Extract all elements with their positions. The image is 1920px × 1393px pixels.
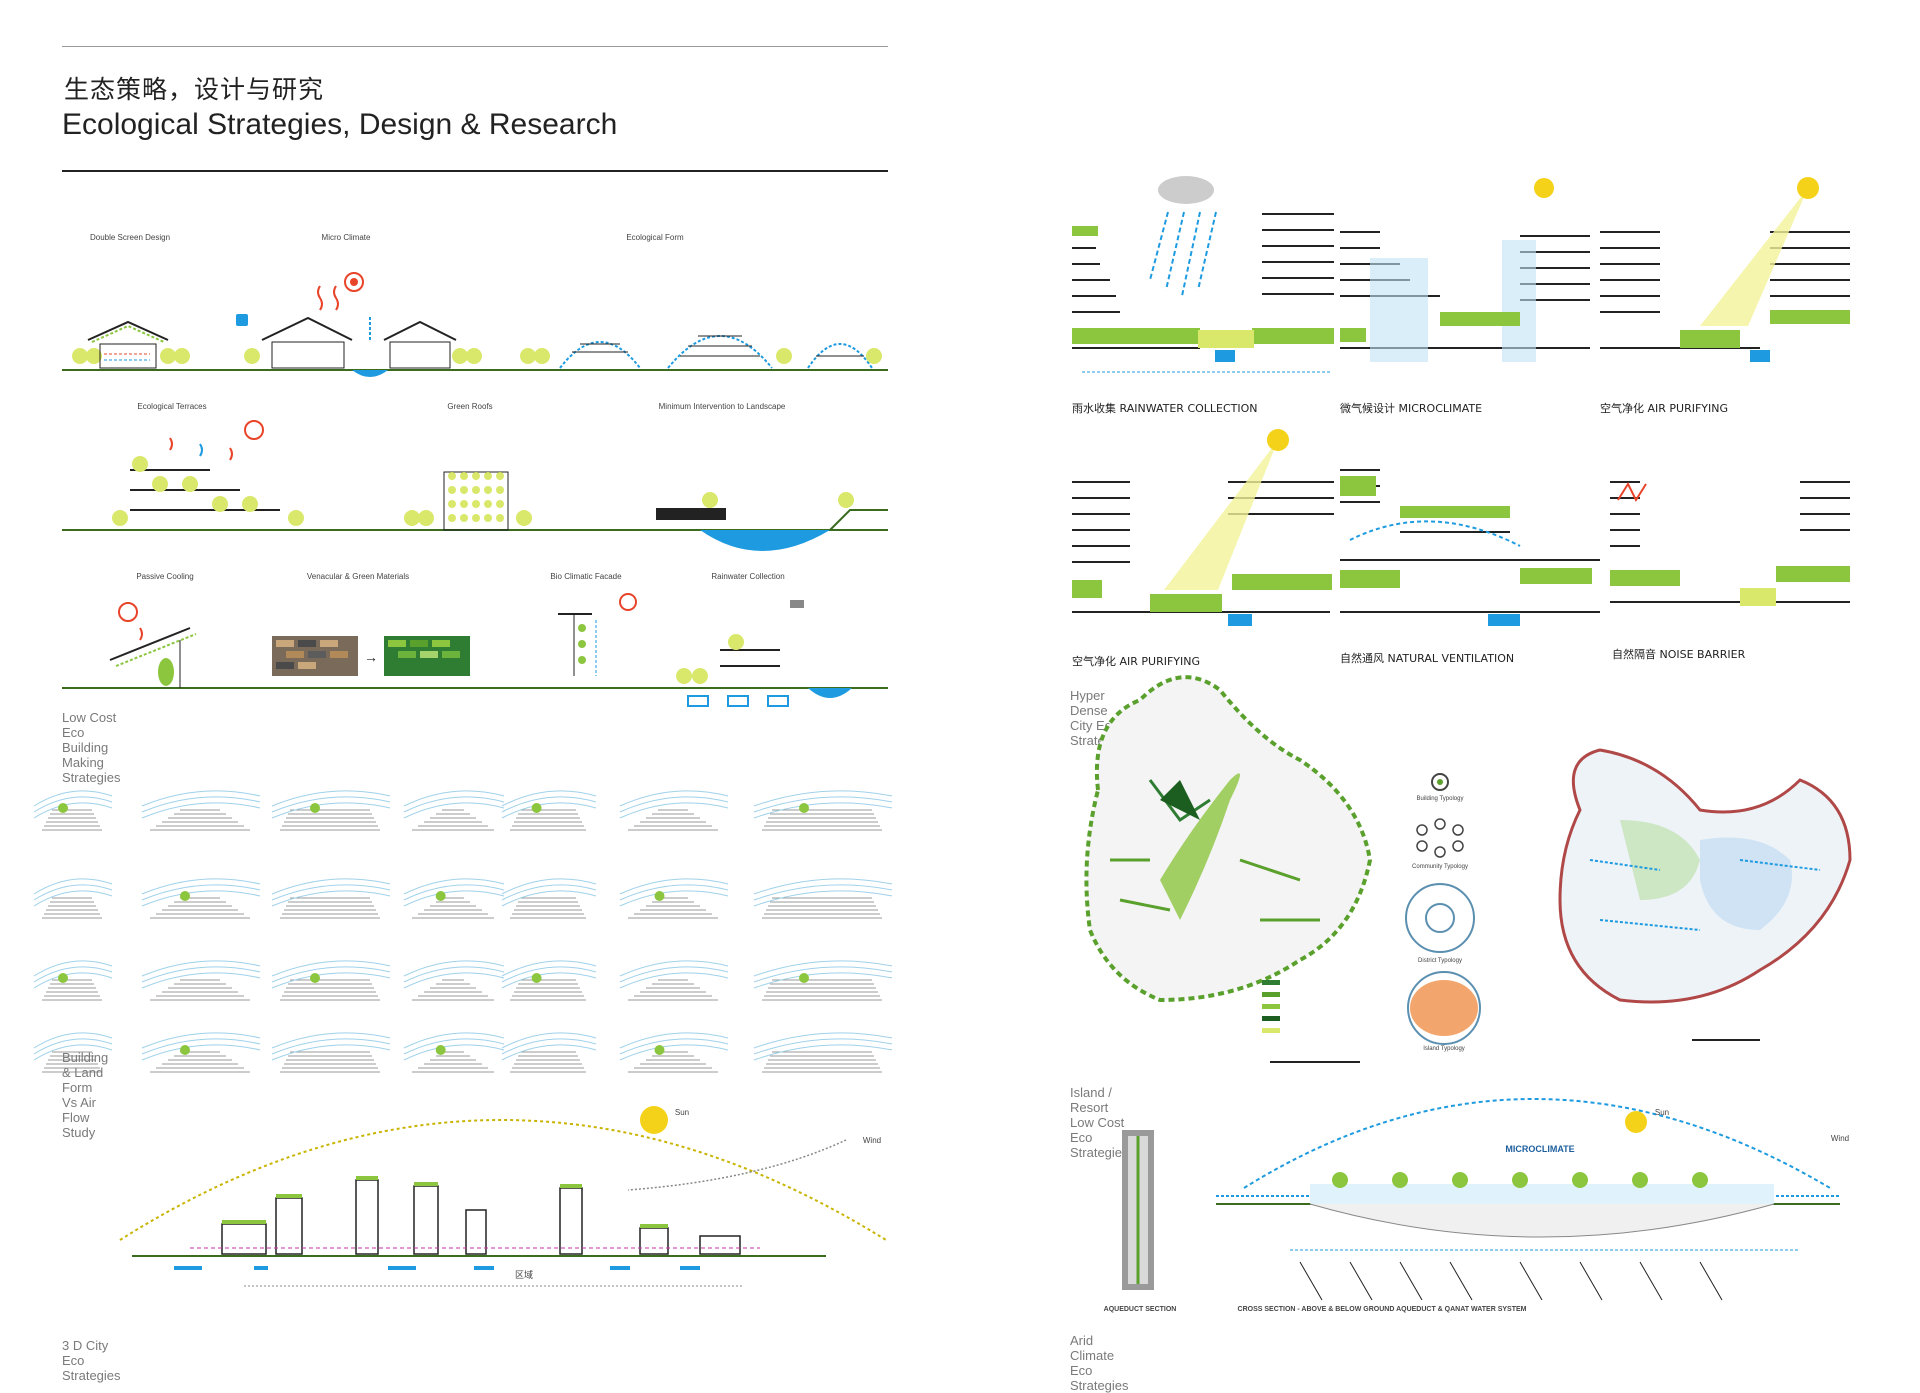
city3d-wind-label: Wind	[862, 1136, 882, 1145]
island-caption: Island / Resort Low Cost Eco Strategies	[1070, 1085, 1129, 1160]
microclimate-diagram	[1340, 178, 1590, 362]
label-noise-barrier: 自然隔音 NOISE BARRIER	[1612, 648, 1746, 661]
airflow-caption: Building & Land Form Vs Air Flow Study	[62, 1050, 109, 1140]
label-air-purifying-2: 空气净化 AIR PURIFYING	[1072, 655, 1201, 668]
page-title-chinese: 生态策略，设计与研究	[64, 75, 325, 104]
label-rainwater: 雨水收集 RAINWATER COLLECTION	[1072, 402, 1258, 415]
arid-microclimate-label: MICROCLIMATE	[1505, 1144, 1575, 1154]
airflow-cell	[33, 960, 113, 1001]
micro-climate-houses	[236, 272, 482, 377]
airflow-cell	[403, 960, 505, 1001]
label-minimum-intervention: Minimum Intervention to Landscape	[658, 402, 786, 411]
airflow-cell	[619, 790, 729, 831]
rainwater-diagram	[1072, 176, 1334, 373]
airflow-cell	[619, 878, 729, 919]
ecological-terraces-drawing	[112, 420, 304, 526]
bio-climatic-facade-drawing	[558, 593, 637, 676]
airflow-cell	[619, 1032, 729, 1073]
header-rule-bottom	[62, 170, 888, 172]
air-purifying-diagram-2	[1072, 429, 1334, 626]
label-microclimate: 微气候设计 MICROCLIMATE	[1340, 402, 1483, 415]
airflow-cell	[141, 1032, 261, 1073]
airflow-cell	[271, 960, 391, 1001]
island-maps	[1084, 675, 1852, 1063]
airflow-cell	[501, 1032, 597, 1073]
label-ecological-terraces: Ecological Terraces	[137, 402, 207, 411]
building-typology: Building Typology	[1416, 796, 1464, 802]
airflow-cell	[753, 1032, 893, 1073]
airflow-cell	[33, 790, 113, 831]
header-rule-top	[62, 46, 888, 47]
district-typology: District Typology	[1418, 958, 1462, 964]
airflow-cell	[753, 790, 893, 831]
island-map-left	[1084, 675, 1373, 1063]
airflow-cell	[501, 878, 597, 919]
arid-cross-section-label: CROSS SECTION - ABOVE & BELOW GROUND AQU…	[1237, 1306, 1527, 1313]
label-rainwater-collection: Rainwater Collection	[711, 572, 785, 581]
airflow-cell	[271, 790, 391, 831]
typology-icons	[1405, 773, 1481, 1045]
label-bio-climatic-facade: Bio Climatic Facade	[550, 572, 622, 581]
arid-drawing	[1122, 1098, 1840, 1301]
airflow-cell	[403, 790, 505, 831]
island-map-right	[1558, 748, 1852, 1041]
hyper-dense-drawings	[1072, 176, 1850, 626]
island-typology: Island Typology	[1423, 1046, 1465, 1052]
label-passive-cooling: Passive Cooling	[136, 572, 194, 581]
label-micro-climate: Micro Climate	[321, 233, 371, 242]
airflow-cell	[141, 790, 261, 831]
airflow-grid	[33, 790, 893, 1073]
city3d-drawing	[119, 1106, 887, 1287]
vernacular-materials-drawing: →	[272, 636, 470, 676]
airflow-cell	[141, 960, 261, 1001]
double-screen-house	[72, 320, 190, 369]
airflow-cell	[501, 790, 597, 831]
arid-caption: Arid Climate Eco Strategies	[1070, 1333, 1129, 1393]
low-cost-drawings: →	[62, 272, 888, 707]
airflow-cell	[33, 878, 113, 919]
community-typology: Community Typology	[1412, 864, 1468, 870]
page-title: Ecological Strategies, Design & Research	[62, 108, 618, 141]
airflow-cell	[753, 878, 893, 919]
airflow-cell	[271, 878, 391, 919]
city3d-sun-label: Sun	[674, 1108, 690, 1117]
airflow-cell	[403, 878, 505, 919]
label-air-purifying-1: 空气净化 AIR PURIFYING	[1600, 402, 1729, 415]
label-natural-ventilation: 自然通风 NATURAL VENTILATION	[1340, 652, 1515, 665]
airflow-cell	[501, 960, 597, 1001]
label-green-roofs: Green Roofs	[447, 402, 493, 411]
airflow-cell	[619, 960, 729, 1001]
label-vernacular-materials: Venacular & Green Materials	[306, 572, 410, 581]
noise-barrier-diagram	[1610, 481, 1850, 606]
arid-wind-label: Wind	[1830, 1134, 1850, 1143]
arid-aqueduct-label: AQUEDUCT SECTION	[1103, 1306, 1177, 1313]
passive-cooling-drawing	[109, 602, 197, 688]
svg-text:→: →	[364, 649, 378, 665]
label-ecological-form: Ecological Form	[626, 233, 684, 242]
air-purifying-diagram-1	[1600, 177, 1850, 362]
natural-ventilation-diagram	[1340, 469, 1600, 626]
ecological-form-houses	[520, 335, 882, 369]
city3d-region-label: 区域	[514, 1270, 534, 1280]
airflow-cell	[271, 1032, 391, 1073]
airflow-cell	[753, 960, 893, 1001]
rainwater-collection-drawing	[676, 600, 852, 707]
airflow-cell	[33, 1032, 113, 1073]
arid-sun-label: Sun	[1654, 1108, 1670, 1117]
green-roofs-drawing	[404, 471, 532, 531]
airflow-cell	[403, 1032, 505, 1073]
minimum-intervention-drawing	[656, 492, 888, 551]
low-cost-caption: Low Cost Eco Building Making Strategies	[62, 710, 121, 785]
airflow-cell	[141, 878, 261, 919]
label-double-screen: Double Screen Design	[89, 233, 171, 242]
